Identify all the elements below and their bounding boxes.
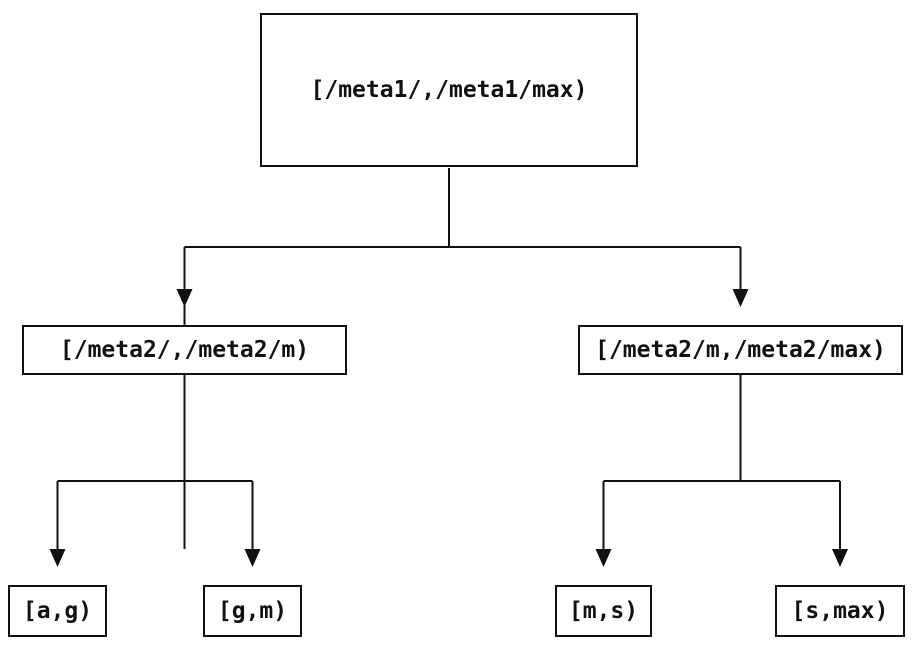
- arrowhead-down-icon: [176, 289, 193, 307]
- arrowhead-down-icon: [732, 289, 749, 307]
- arrowhead-down-icon: [244, 549, 261, 567]
- node-label: [s,max): [791, 598, 889, 624]
- node-root-meta1-range: [/meta1/,/meta1/max): [260, 13, 638, 167]
- node-leaf-m-s: [m,s): [555, 585, 652, 637]
- node-label: [/meta1/,/meta1/max): [310, 77, 588, 103]
- node-label: [/meta2/,/meta2/m): [59, 337, 310, 363]
- arrowhead-down-icon: [595, 549, 612, 567]
- connector-right-branch: [602, 375, 841, 549]
- node-label: [g,m): [217, 598, 288, 624]
- node-leaf-g-m: [g,m): [203, 585, 302, 637]
- node-label: [/meta2/m,/meta2/max): [595, 337, 886, 363]
- node-label: [a,g): [22, 598, 93, 624]
- arrowhead-down-icon: [49, 549, 66, 567]
- connector-root-branch: [183, 168, 742, 549]
- node-leaf-s-max: [s,max): [775, 585, 905, 637]
- node-label: [m,s): [568, 598, 639, 624]
- node-leaf-a-g: [a,g): [8, 585, 107, 637]
- arrowhead-down-icon: [832, 549, 848, 567]
- node-meta2-upper-range: [/meta2/m,/meta2/max): [578, 325, 903, 375]
- node-meta2-lower-range: [/meta2/,/meta2/m): [22, 325, 347, 375]
- connector-left-branch: [56, 375, 254, 549]
